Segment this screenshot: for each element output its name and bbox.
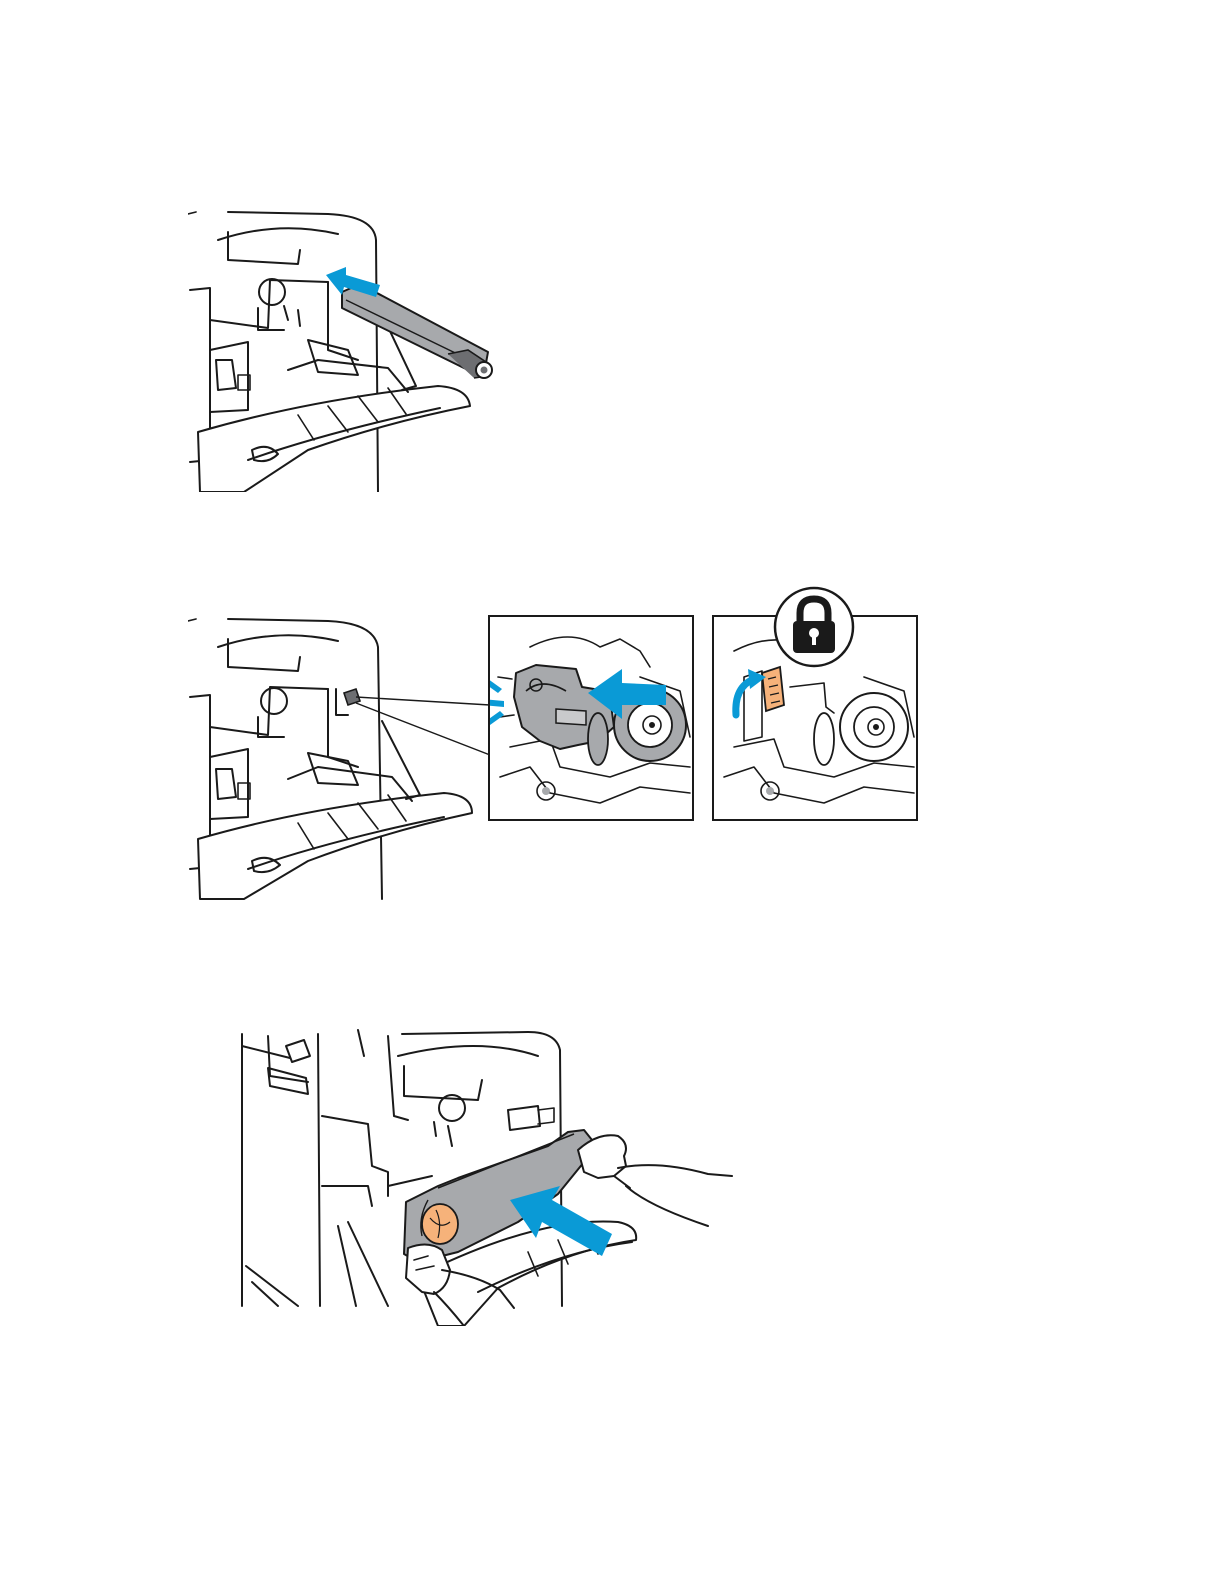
inset-push-latch: [488, 615, 694, 821]
figure-lock-drum-cartridge: [188, 585, 920, 899]
printer-illustration: [188, 617, 478, 931]
callout-leader: [350, 685, 490, 765]
push-arrow-icon: [508, 1184, 628, 1274]
hands-illustration: [238, 1026, 738, 1326]
figure-insert-drum-cartridge: [188, 210, 474, 492]
push-arrow-icon: [586, 667, 670, 723]
figure-insert-waste-toner-container: [238, 1026, 738, 1326]
lock-icon: [772, 585, 856, 669]
click-icon: [488, 669, 514, 729]
push-arrow-icon: [324, 265, 384, 301]
